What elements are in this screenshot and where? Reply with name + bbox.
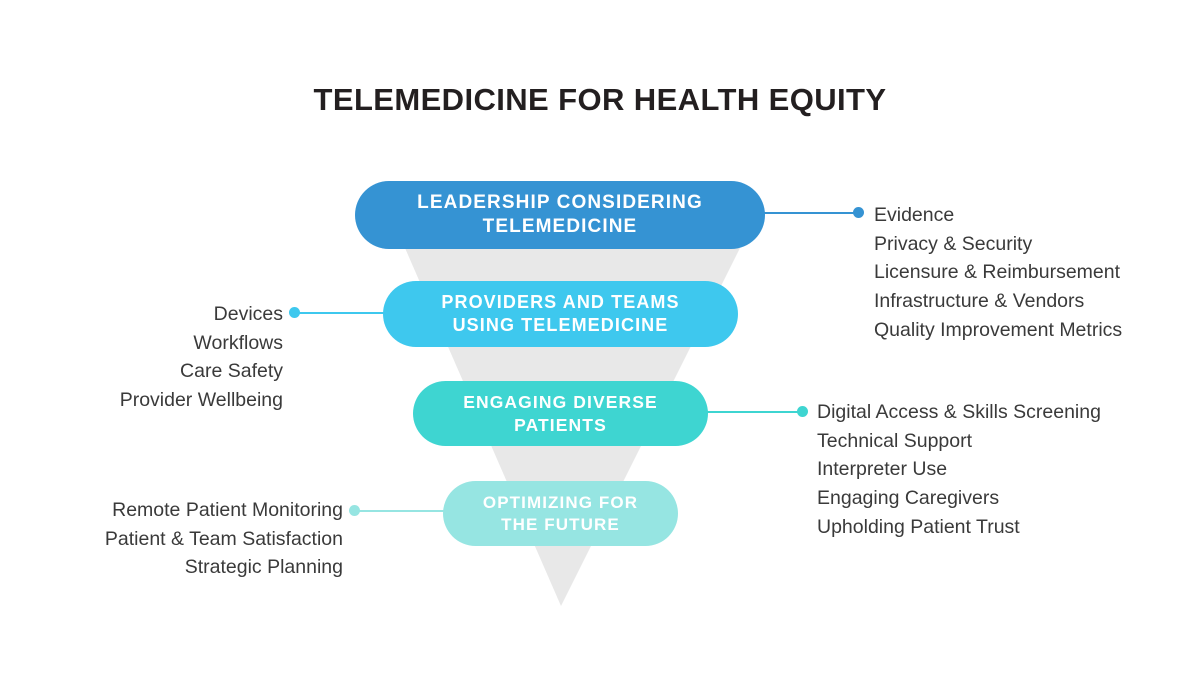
page-title: TELEMEDICINE FOR HEALTH EQUITY xyxy=(313,82,887,117)
list-item: Engaging Caregivers xyxy=(817,487,1000,510)
list-item: Digital Access & Skills Screening xyxy=(817,401,1101,423)
list-item: Evidence xyxy=(874,204,955,226)
connector-dot-providers xyxy=(289,307,300,318)
detail-list-future: Remote Patient Monitoring Patient & Team… xyxy=(105,496,343,582)
connector-line-future xyxy=(354,510,446,512)
detail-list-patients: Digital Access & Skills Screening Techni… xyxy=(817,398,1101,542)
funnel-stage-patients[interactable]: ENGAGING DIVERSE PATIENTS xyxy=(413,381,708,446)
connector-dot-leadership xyxy=(853,207,864,218)
list-item: Provider Wellbeing xyxy=(119,389,283,412)
list-item: Quality Improvement Metrics xyxy=(874,318,1123,341)
connector-dot-patients xyxy=(797,406,808,417)
list-item: Technical Support xyxy=(817,429,973,452)
list-item: Patient & Team Satisfaction xyxy=(104,527,343,550)
list-item: Devices xyxy=(213,303,283,325)
funnel-stage-leadership[interactable]: LEADERSHIP CONSIDERING TELEMEDICINE xyxy=(355,181,765,249)
connector-line-providers xyxy=(294,312,386,314)
detail-list-providers: Devices Workflows Care Safety Provider W… xyxy=(120,300,283,415)
funnel-stage-future[interactable]: OPTIMIZING FOR THE FUTURE xyxy=(443,481,678,546)
detail-list-leadership: Evidence Privacy & Security Licensure & … xyxy=(874,201,1122,345)
list-item: Interpreter Use xyxy=(817,458,948,481)
list-item: Licensure & Reimbursement xyxy=(874,261,1121,284)
list-item: Infrastructure & Vendors xyxy=(874,290,1085,313)
funnel-stage-providers[interactable]: PROVIDERS AND TEAMS USING TELEMEDICINE xyxy=(383,281,738,347)
list-item: Upholding Patient Trust xyxy=(817,515,1020,538)
connector-dot-future xyxy=(349,505,360,516)
list-item: Remote Patient Monitoring xyxy=(112,499,343,521)
list-item: Privacy & Security xyxy=(874,232,1033,255)
list-item: Care Safety xyxy=(180,360,283,383)
connector-line-patients xyxy=(705,411,803,413)
connector-line-leadership xyxy=(763,212,858,214)
list-item: Strategic Planning xyxy=(184,556,343,579)
list-item: Workflows xyxy=(193,331,283,354)
